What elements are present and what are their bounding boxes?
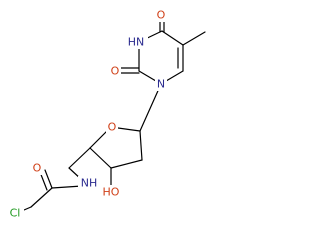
atom-amide-oxygen: O: [33, 162, 42, 175]
bond-carbonyl-o-a: [44, 169, 53, 189]
atom-ring-oxygen: O: [108, 121, 117, 134]
molecule-diagram: HN O O N O HO NH O Cl: [9, 8, 206, 220]
atom-amide-nh: NH: [81, 177, 98, 190]
bond-c4-c5: [161, 30, 184, 46]
bond-n1-c1prime: [139, 83, 162, 132]
atom-hydroxyl: HO: [103, 186, 120, 199]
atom-oxygen-c4: O: [157, 9, 166, 22]
structure-svg: HN O O N O HO NH O Cl: [9, 8, 206, 220]
atom-oxygen-c2: O: [111, 65, 120, 78]
bond-carbonyl-ch2: [30, 187, 53, 208]
bond-c4prime-c5prime: [68, 147, 91, 169]
bond-c2prime-c1prime: [139, 130, 143, 161]
atom-nitrogen-n1: N: [157, 78, 165, 91]
atom-chlorine: Cl: [10, 207, 21, 220]
bond-c3prime-c2prime: [110, 159, 143, 169]
atom-nh-ring: HN: [128, 36, 145, 49]
bond-c4prime-c3prime: [89, 147, 112, 169]
bond-ch2-cl: [23, 206, 32, 211]
bond-c5-methyl: [182, 31, 206, 46]
bond-nh-carbonyl: [51, 185, 83, 189]
